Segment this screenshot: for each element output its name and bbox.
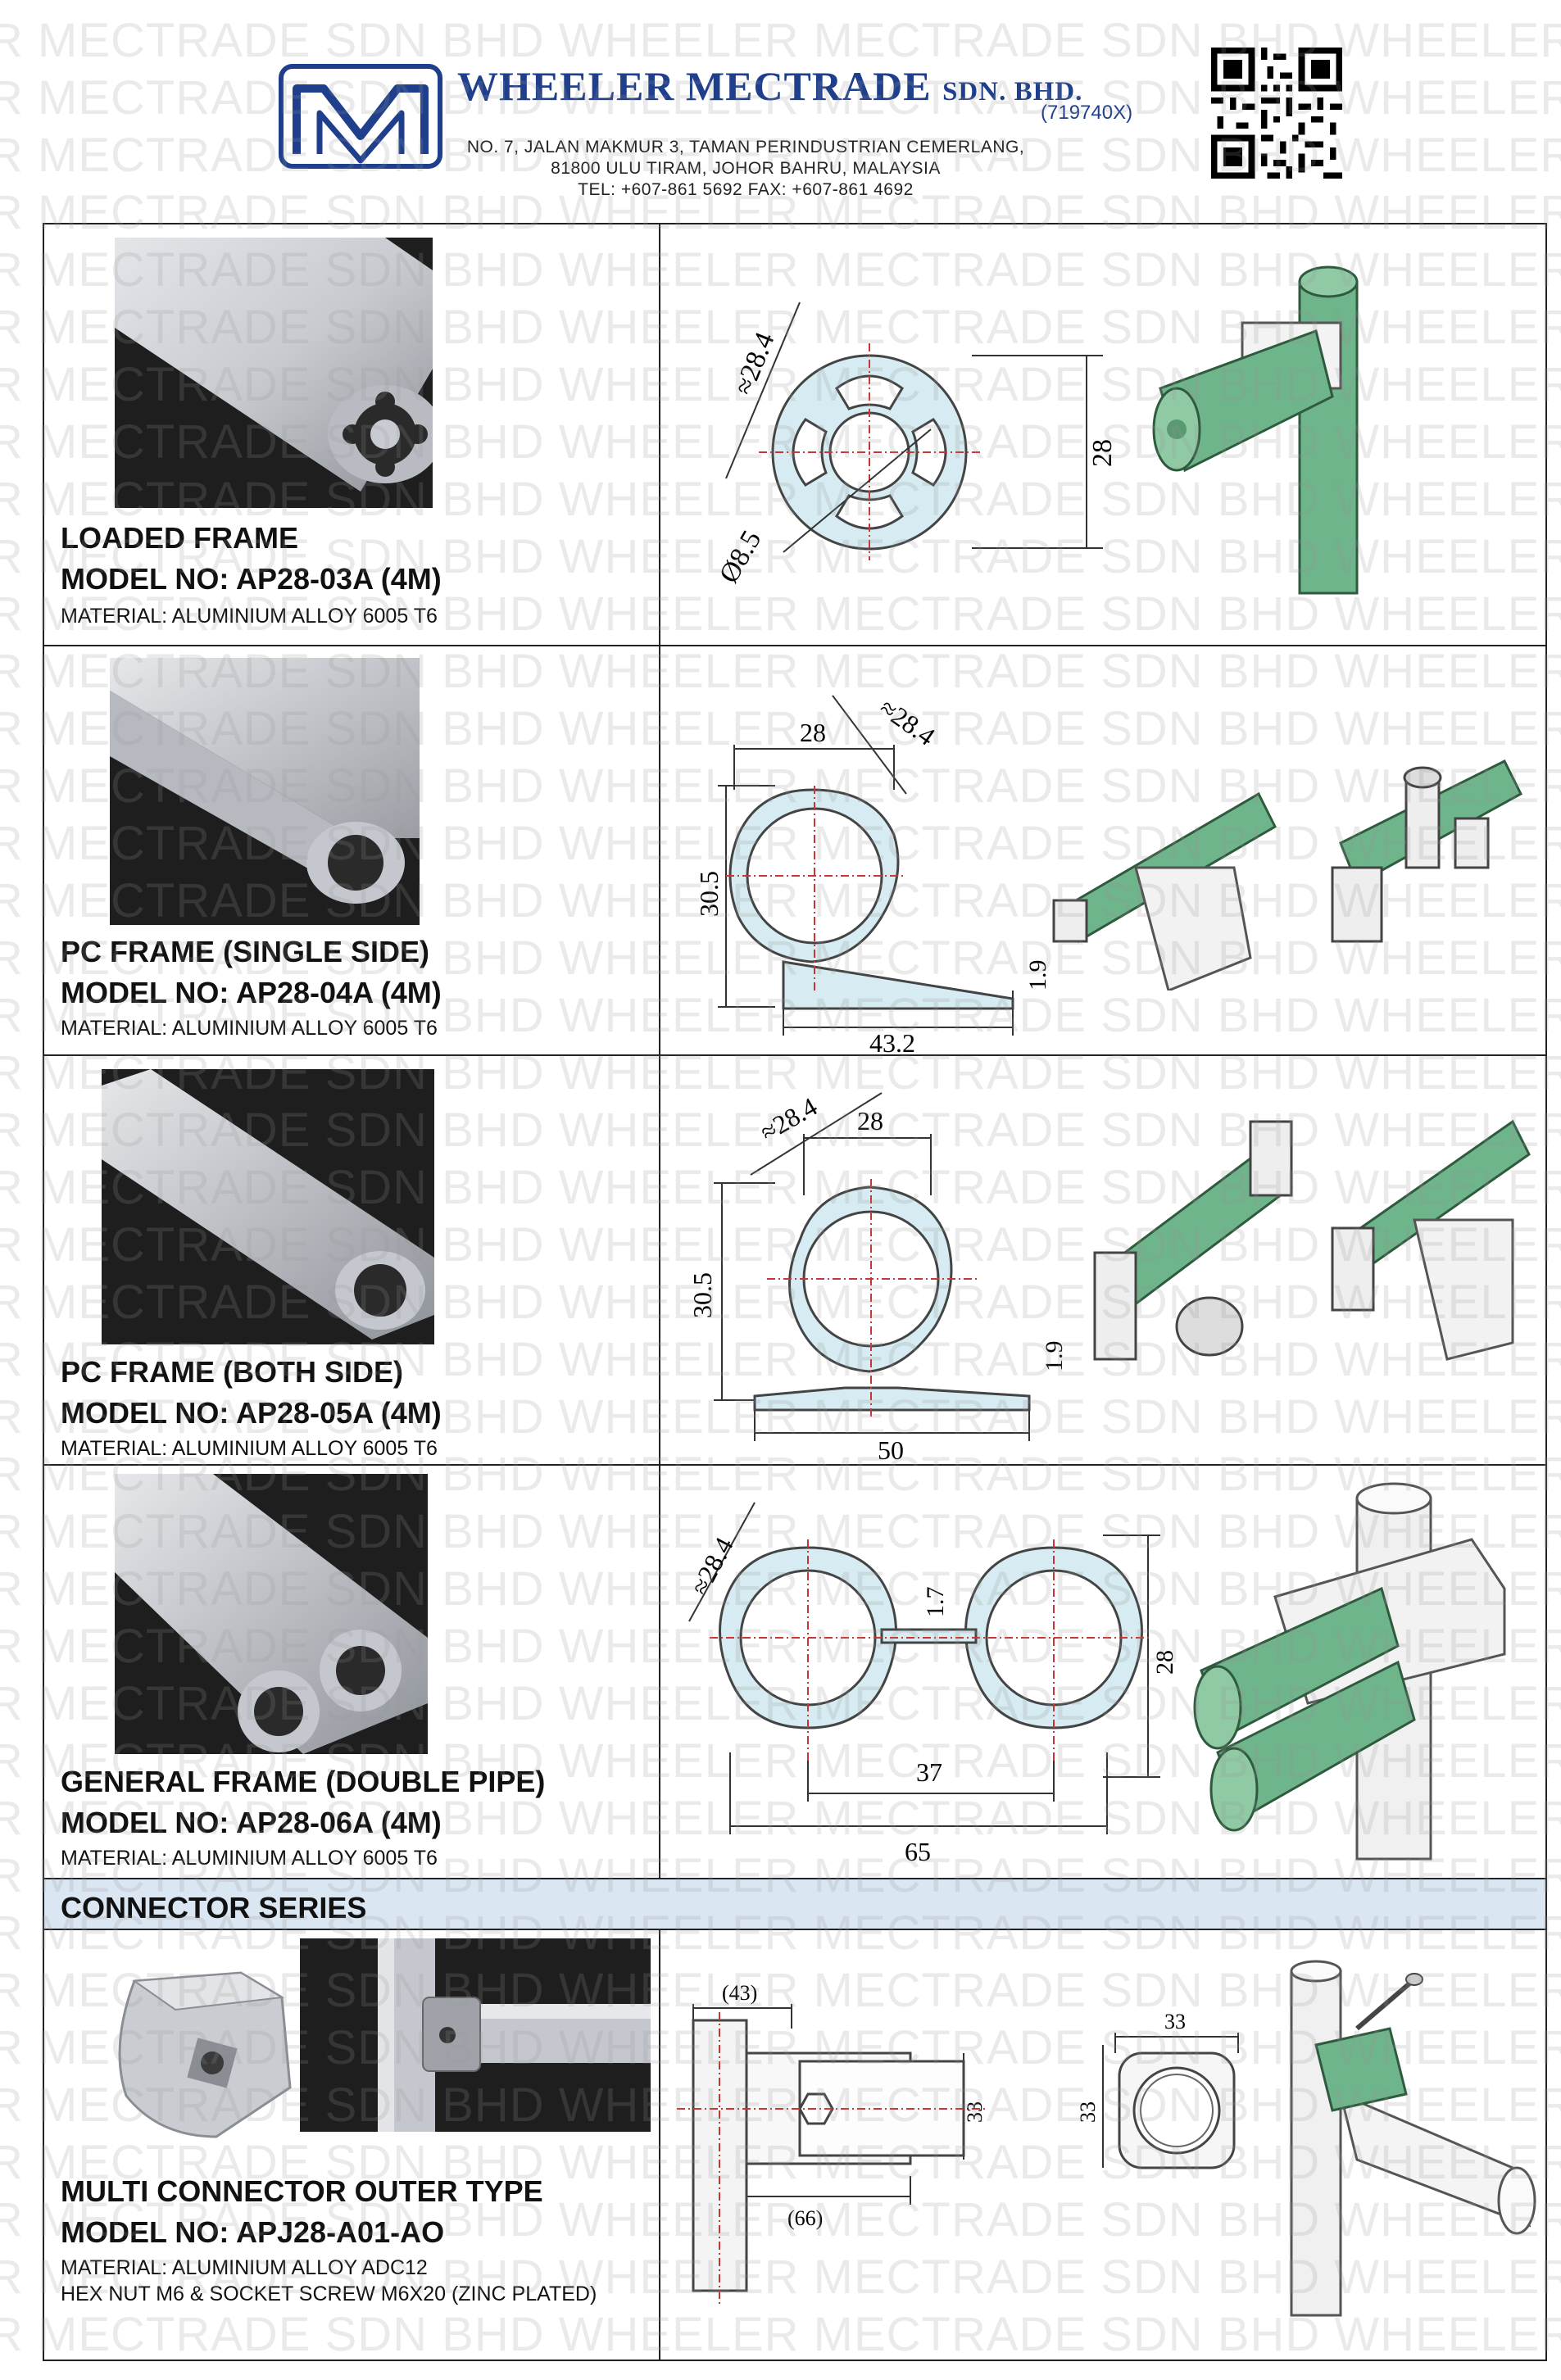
dim-label: ≈28.4 [874,692,941,751]
assembly-illustration [1193,1482,1506,1861]
product-hardware: HEX NUT M6 & SOCKET SCREW M6X20 (ZINC PL… [61,2283,597,2305]
product-row-pc-frame-both: PC FRAME (BOTH SIDE) MODEL NO: AP28-05A … [44,1056,1545,1466]
product-photo [115,1474,428,1754]
product-name: MULTI CONNECTOR OUTER TYPE [61,2174,543,2208]
dim-label: 33 [963,2101,987,2123]
product-photo [102,1069,434,1344]
dim-label: 37 [916,1757,942,1787]
dim-label: Ø8.5 [714,525,768,588]
company-suffix: SDN. BHD. [942,77,1083,107]
technical-drawing-profile: ≈28.4 28 Ø8.5 [714,301,1118,588]
section-title: CONNECTOR SERIES [61,1891,367,1924]
product-row-double-pipe: GENERAL FRAME (DOUBLE PIPE) MODEL NO: AP… [44,1466,1545,1879]
product-info-cell: MULTI CONNECTOR OUTER TYPE MODEL NO: APJ… [44,1930,660,2360]
product-drawing-cell: ≈28.4 1.7 28 37 65 [660,1466,1545,1878]
page-header: WHEELER MECTRADE SDN. BHD. (719740X) NO.… [0,0,1561,221]
assembly-illustration [1052,759,1522,991]
product-model: MODEL NO: APJ28-A01-AO [61,2215,445,2249]
dim-label: 50 [878,1435,904,1464]
product-table: LOADED FRAME MODEL NO: AP28-03A (4M) MAT… [43,223,1547,2361]
product-drawing-cell: 28 ≈28.4 30.5 1.9 43.2 [660,646,1545,1054]
product-photo [110,658,420,925]
dim-label: 33 [1164,2010,1186,2033]
product-drawing-cell: ≈28.4 28 30.5 1.9 50 [660,1056,1545,1464]
qr-code [1211,48,1342,179]
technical-drawing-profile: ≈28.4 1.7 28 37 65 [684,1502,1178,1866]
address-line-2: 81800 ULU TIRAM, JOHOR BAHRU, MALAYSIA [551,159,941,178]
product-material: MATERIAL: ALUMINIUM ALLOY 6005 T6 [61,605,438,628]
dim-label: (66) [787,2206,823,2230]
section-header-row: CONNECTOR SERIES [44,1879,1545,1930]
product-model: MODEL NO: AP28-05A (4M) [61,1396,442,1430]
dim-label: ≈28.4 [728,329,781,399]
dim-label: 43.2 [869,1028,915,1054]
dim-label: 1.9 [1041,1341,1068,1372]
product-info-cell: PC FRAME (SINGLE SIDE) MODEL NO: AP28-04… [44,646,660,1054]
technical-drawing-profile: 28 ≈28.4 30.5 1.9 43.2 [694,692,1051,1054]
product-row-pc-frame-single: PC FRAME (SINGLE SIDE) MODEL NO: AP28-04… [44,646,1545,1056]
product-row-multi-connector: MULTI CONNECTOR OUTER TYPE MODEL NO: APJ… [44,1930,1545,2360]
product-material: MATERIAL: ALUMINIUM ALLOY 6005 T6 [61,1017,438,1040]
dim-label: 30.5 [694,871,724,917]
product-info-cell: LOADED FRAME MODEL NO: AP28-03A (4M) MAT… [44,224,660,645]
dim-label: 33 [1076,2101,1100,2123]
product-name: LOADED FRAME [61,521,298,555]
dim-label: (43) [722,1981,757,2005]
product-name: PC FRAME (BOTH SIDE) [61,1355,403,1389]
dim-label: 1.9 [1024,960,1051,991]
product-photo [115,238,433,508]
dim-label: 30.5 [687,1272,717,1318]
product-model: MODEL NO: AP28-04A (4M) [61,976,442,1009]
dim-label: 28 [1087,439,1118,467]
product-model: MODEL NO: AP28-06A (4M) [61,1806,442,1839]
dim-label: 28 [800,718,826,747]
contact-line: TEL: +607-861 5692 FAX: +607-861 4692 [578,180,914,199]
dim-label: 28 [1151,1650,1178,1675]
company-name-main: WHEELER MECTRADE [457,63,932,109]
product-name: GENERAL FRAME (DOUBLE PIPE) [61,1765,546,1798]
product-row-loaded-frame: LOADED FRAME MODEL NO: AP28-03A (4M) MAT… [44,224,1545,646]
technical-drawing-profile: ≈28.4 28 30.5 1.9 50 [687,1091,1068,1464]
dim-label: 1.7 [922,1587,949,1618]
company-logo [279,64,442,169]
product-material: MATERIAL: ALUMINIUM ALLOY ADC12 [61,2256,428,2279]
product-name: PC FRAME (SINGLE SIDE) [61,935,430,968]
product-model: MODEL NO: AP28-03A (4M) [61,562,442,596]
product-info-cell: PC FRAME (BOTH SIDE) MODEL NO: AP28-05A … [44,1056,660,1464]
product-material: MATERIAL: ALUMINIUM ALLOY 6005 T6 [61,1847,438,1870]
product-info-cell: GENERAL FRAME (DOUBLE PIPE) MODEL NO: AP… [44,1466,660,1878]
assembly-illustration [1093,1119,1531,1361]
address-line-1: NO. 7, JALAN MAKMUR 3, TAMAN PERINDUSTRI… [466,138,1025,156]
dim-label: 65 [905,1837,931,1866]
assembly-illustration [1152,265,1359,595]
technical-drawing-connector: (43) 33 (66) 33 33 [677,1981,1239,2307]
connector-installed-photo [300,1938,651,2132]
assembly-illustration [1290,1960,1536,2317]
product-drawing-cell: ≈28.4 28 Ø8.5 [660,224,1545,645]
product-material: MATERIAL: ALUMINIUM ALLOY 6005 T6 [61,1437,438,1460]
company-name: WHEELER MECTRADE SDN. BHD. [457,62,1082,110]
product-drawing-cell: (43) 33 (66) 33 33 [660,1930,1545,2360]
registration-number: (719740X) [1041,102,1133,124]
dim-label: 28 [857,1106,883,1136]
connector-part-photo [77,1948,323,2153]
